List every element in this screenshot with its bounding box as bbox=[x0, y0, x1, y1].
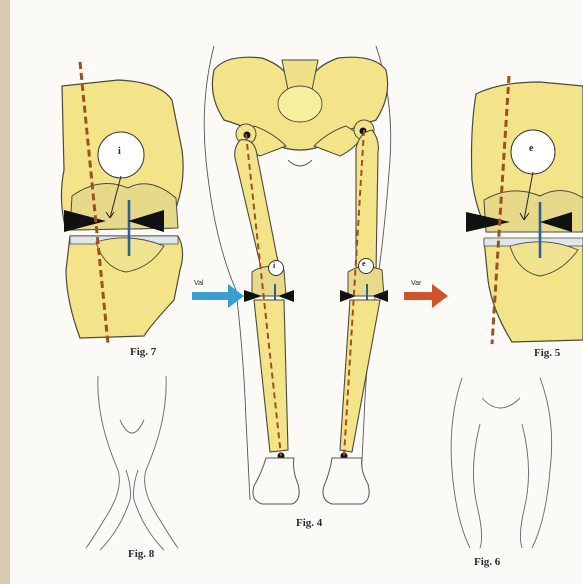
valgus-arrow bbox=[192, 284, 244, 308]
fig6-varus-legs bbox=[451, 378, 552, 548]
fig7-marker-internal: i bbox=[118, 146, 121, 157]
fig5-caption: Fig. 5 bbox=[534, 347, 560, 359]
fig4-marker-internal: i bbox=[273, 261, 275, 270]
valgus-arrow-label: Val bbox=[194, 280, 204, 287]
fig7-knee-closeup bbox=[61, 62, 183, 344]
varus-arrow-label: Var bbox=[411, 280, 421, 287]
fig4-lower-limb-skeleton bbox=[204, 46, 391, 504]
fig4-marker-external: e bbox=[362, 259, 366, 268]
fig4-caption: Fig. 4 bbox=[296, 517, 322, 529]
fig6-caption: Fig. 6 bbox=[474, 556, 500, 568]
fig8-valgus-legs bbox=[86, 376, 178, 550]
fig7-caption: Fig. 7 bbox=[130, 346, 156, 358]
varus-arrow bbox=[404, 284, 448, 308]
fig5-knee-closeup bbox=[466, 76, 583, 344]
fig5-marker-external: e bbox=[529, 143, 533, 154]
page-edge bbox=[0, 0, 10, 584]
fig8-caption: Fig. 8 bbox=[128, 548, 154, 560]
